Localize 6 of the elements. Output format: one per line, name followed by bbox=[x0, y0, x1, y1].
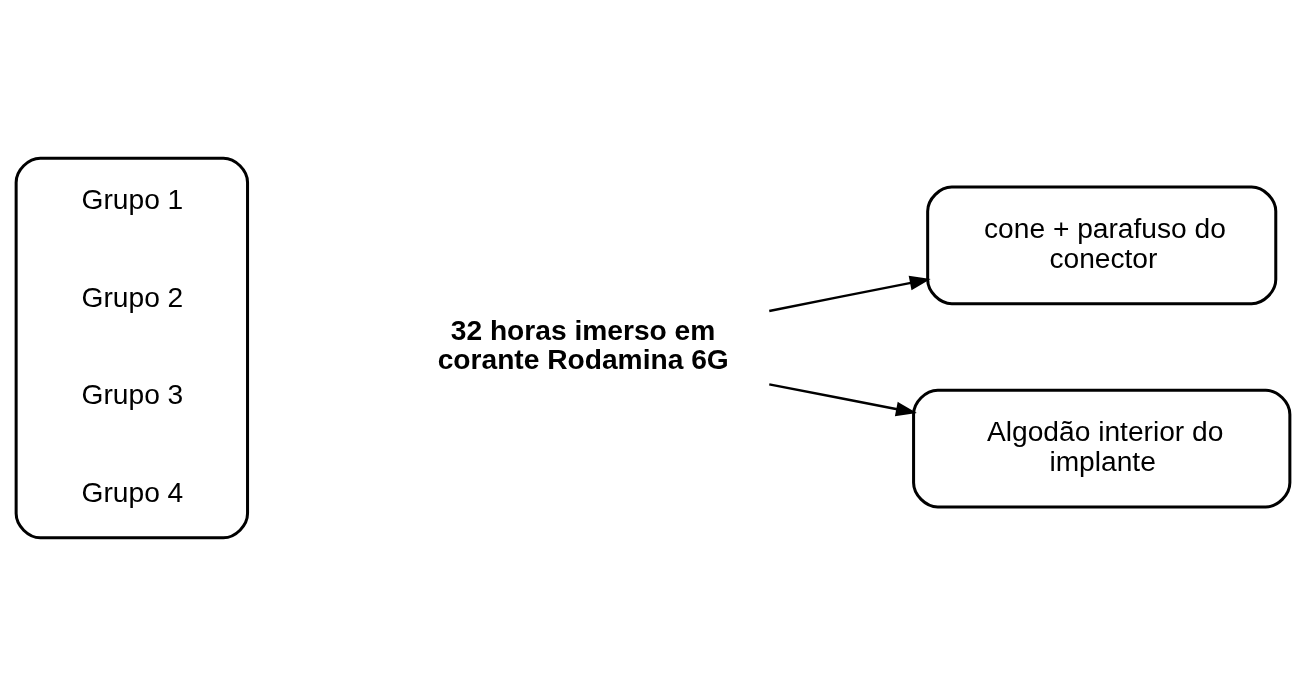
node-box: Grupo 1 Grupo 2 Grupo 3 Grupo 4 bbox=[14, 156, 250, 539]
node-box: Algodão interior do implante bbox=[912, 388, 1292, 508]
node-text: 32 horas imerso em corante Rodamina 6G bbox=[437, 313, 729, 375]
node-box: cone + parafuso do conector bbox=[926, 185, 1278, 305]
arrow bbox=[769, 382, 917, 416]
arrow bbox=[769, 275, 931, 312]
